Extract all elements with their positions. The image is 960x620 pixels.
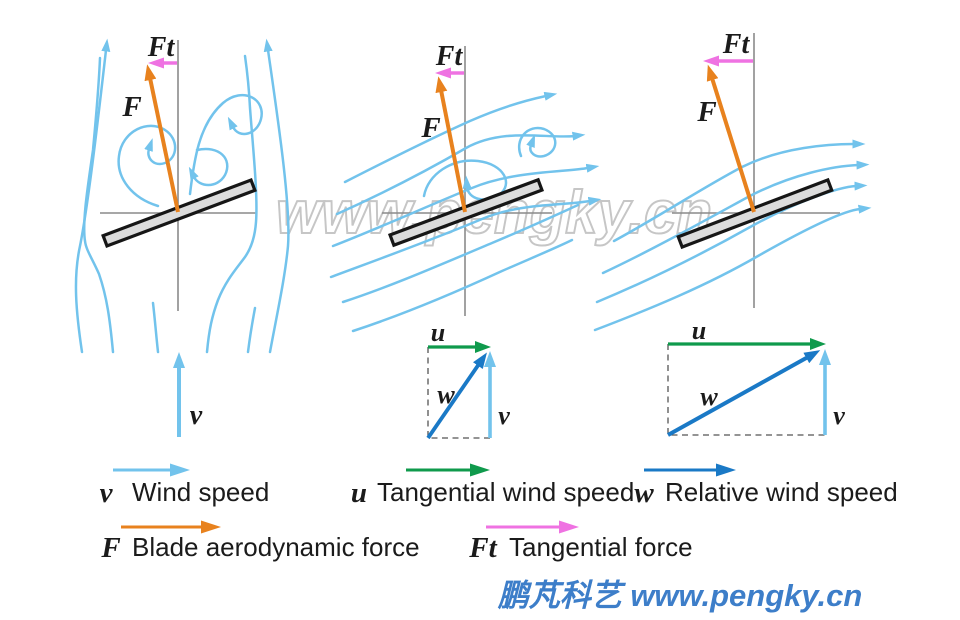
legend-symbol-v: v [100,477,114,509]
aerodynamic-force-arrow-F [706,64,756,213]
streamline [82,56,115,354]
streamlines [329,91,602,333]
streamline [343,91,558,184]
legend-item-relative-wind-speed: w Relative wind speed [634,463,898,509]
streamline [351,238,574,333]
velocity-triangle-right: u w v [667,316,845,437]
streamline [593,204,872,332]
legend-item-tangential-wind-speed: u Tangential wind speed [351,463,634,509]
label-Ft: Ft [722,29,751,60]
streamline [74,38,111,354]
vortex-curl [422,159,508,201]
legend-label-wind-speed: Wind speed [132,477,269,507]
label-v: v [833,401,845,430]
legend-symbol-Ft: Ft [468,532,497,564]
label-u: u [692,316,706,345]
streamlines [74,38,290,354]
legend-label-tangential-wind-speed: Tangential wind speed [377,477,634,507]
label-w: w [437,380,455,409]
streamline [341,203,580,304]
relative-wind-arrow-w [667,350,821,437]
streamline [263,38,290,354]
label-Ft: Ft [147,32,176,63]
label-v: v [190,400,203,431]
legend: v Wind speed u Tangential wind speed w R… [100,463,898,564]
legend-label-relative-wind-speed: Relative wind speed [665,477,898,507]
legend-item-blade-aerodynamic-force: F Blade aerodynamic force [100,520,420,564]
vortex-curl [188,147,229,187]
legend-symbol-w: w [634,477,654,509]
panel-middle-separated-flow: Ft F u w v [329,41,602,440]
streamline [335,131,586,216]
footer-brand-text: 鹏芃科艺 www.pengky.cn [497,578,863,613]
panel-right-attached-flow: Ft F u w v [593,29,872,437]
vortex-curl [117,124,177,208]
label-F: F [121,91,141,123]
legend-symbol-u: u [351,477,367,509]
velocity-triangle-middle: u w v [426,318,510,440]
streamline [246,306,257,354]
label-v: v [498,401,510,430]
aerodynamic-force-arrow-F [435,76,467,213]
legend-label-blade-aerodynamic-force: Blade aerodynamic force [132,532,420,562]
panel-left-stalled-flow: Ft F v [74,32,290,437]
relative-wind-arrow-w [426,352,487,440]
legend-item-wind-speed: v Wind speed [100,463,269,509]
label-u: u [431,318,445,347]
label-F: F [696,96,716,128]
streamline [205,54,258,354]
label-F: F [420,112,440,144]
vortex-curl [518,126,557,158]
streamline [329,196,602,279]
legend-symbol-F: F [100,532,120,564]
aerodynamic-force-arrow-F [144,64,180,213]
streamline [331,163,600,248]
label-Ft: Ft [435,41,464,72]
legend-label-tangential-force: Tangential force [509,532,693,562]
legend-item-tangential-force: Ft Tangential force [468,520,693,564]
label-w: w [700,382,718,411]
streamline [151,301,160,354]
